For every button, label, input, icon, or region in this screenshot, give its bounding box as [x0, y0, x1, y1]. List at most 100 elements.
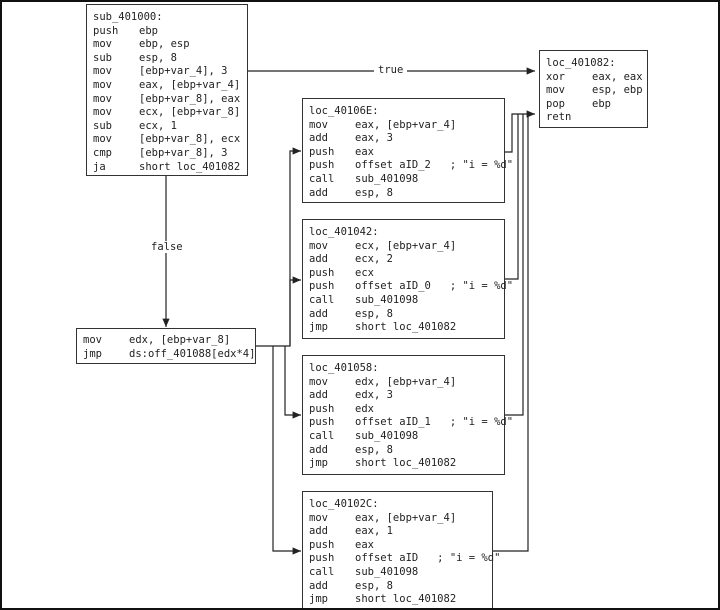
operands: ebp	[592, 97, 611, 110]
edge-case-401042	[289, 276, 301, 346]
mnemonic: jmp	[309, 457, 328, 470]
operands: [ebp+var_8], 3	[139, 146, 228, 159]
operands: eax, eax	[592, 70, 643, 83]
block-label: sub_401000:	[93, 11, 163, 23]
block-label: loc_40106E:	[309, 105, 379, 117]
edge-case-401058	[284, 346, 301, 419]
operands: esp, 8	[355, 579, 393, 592]
operands: short loc_401082	[355, 593, 457, 606]
mnemonic: mov	[309, 511, 328, 524]
mnemonic: push	[309, 402, 335, 415]
mnemonic: ja	[93, 160, 106, 173]
mnemonic: mov	[93, 78, 112, 91]
operands: eax, [ebp+var_4]	[139, 78, 241, 91]
mnemonic: call	[309, 565, 335, 578]
operands: [ebp+var_8], ecx	[139, 133, 241, 146]
instruction-line: jmp short loc_401082	[309, 457, 504, 471]
operands: short loc_401082	[355, 321, 457, 334]
instruction-line: push offset aID ; "i = %d"	[309, 552, 500, 566]
operands: ebp, esp	[139, 38, 190, 51]
operands: short loc_401082	[139, 160, 241, 173]
operands: offset aID_1 ; "i = %d"	[355, 416, 514, 429]
mnemonic: jmp	[83, 347, 102, 360]
block-label: loc_40102C:	[309, 498, 379, 510]
operands: esp, 8	[355, 186, 393, 199]
mnemonic: mov	[93, 133, 112, 146]
mnemonic: mov	[93, 106, 112, 119]
mnemonic: add	[309, 307, 328, 320]
instruction-line: mov ecx, [ebp+var_8]	[93, 106, 247, 120]
mnemonic: push	[309, 552, 335, 565]
mnemonic: sub	[93, 119, 112, 132]
instruction-line: mov[ebp+var_8], eax	[93, 93, 247, 107]
operands: ecx, [ebp+var_8]	[139, 106, 241, 119]
mnemonic: add	[309, 186, 328, 199]
operands: esp, ebp	[592, 84, 643, 97]
operands: offset aID ; "i = %d"	[355, 552, 501, 565]
mnemonic: call	[309, 429, 335, 442]
operands: short loc_401082	[355, 457, 457, 470]
operands: eax	[355, 145, 374, 158]
instruction-line: add eax, 1	[309, 525, 492, 539]
instruction-line: jmp short loc_401082	[309, 593, 492, 607]
operands: esp, 8	[355, 443, 393, 456]
mnemonic: push	[309, 266, 335, 279]
edge-label-true: true	[374, 64, 408, 76]
edge-ret-401058	[505, 114, 524, 416]
mnemonic: push	[93, 24, 119, 37]
instruction-line: mov [ebp+var_8], ecx	[93, 133, 247, 147]
edge-case-40106E	[256, 147, 301, 347]
mnemonic: push	[309, 538, 335, 551]
mnemonic: jmp	[309, 593, 328, 606]
operands: edx	[355, 402, 374, 415]
mnemonic: add	[309, 132, 328, 145]
operands: offset aID_2 ; "i = %d"	[355, 159, 514, 172]
block-label: loc_401082:	[546, 57, 616, 69]
instruction-line: add esp, 8	[309, 187, 504, 201]
operands: sub_401098	[355, 565, 419, 578]
operands: eax, [ebp+var_4]	[355, 511, 457, 524]
mnemonic: push	[309, 145, 335, 158]
mnemonic: add	[309, 579, 328, 592]
operands: edx, 3	[355, 389, 393, 402]
mnemonic: add	[309, 389, 328, 402]
operands: edx, [ebp+var_4]	[355, 375, 457, 388]
operands: eax, 1	[355, 525, 393, 538]
mnemonic: cmp	[93, 146, 112, 159]
block-label: loc_401042:	[309, 226, 379, 238]
operands: [ebp+var_8], eax	[139, 92, 241, 105]
mnemonic: mov	[309, 239, 328, 252]
mnemonic: call	[309, 172, 335, 185]
operands: esp, 8	[139, 51, 177, 64]
block-label: loc_401058:	[309, 362, 379, 374]
mnemonic: add	[309, 525, 328, 538]
mnemonic: mov	[309, 118, 328, 131]
operands: edx, [ebp+var_8]	[129, 334, 231, 346]
